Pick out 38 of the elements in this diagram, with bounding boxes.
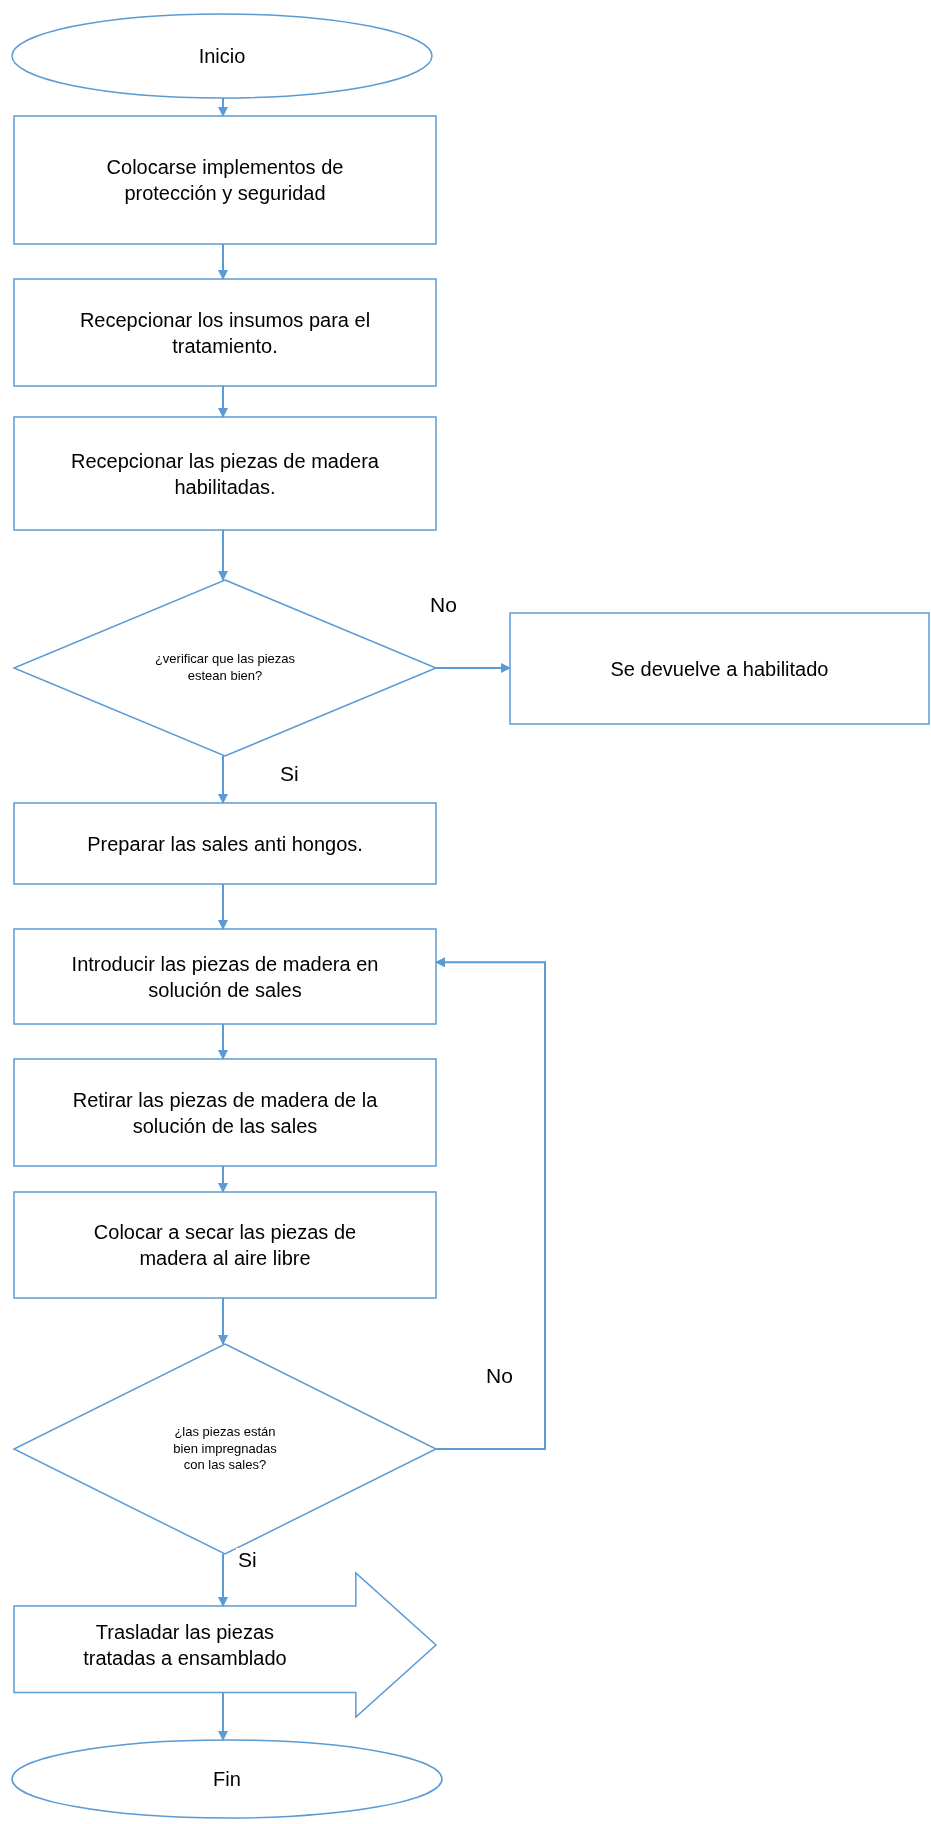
decision-diamond — [14, 1344, 436, 1554]
step-text: Recepcionar las piezas de madera habilitadas. — [70, 448, 380, 500]
flow-arrow — [218, 1553, 228, 1608]
terminator-ellipse — [12, 14, 432, 98]
process-box — [14, 803, 436, 884]
flow-arrow — [218, 1023, 228, 1060]
flow-arrow — [218, 755, 228, 804]
step-text: Fin — [213, 1767, 241, 1792]
step-text: Colocarse implementos de protección y seguridad — [105, 155, 345, 206]
flow-arrow — [218, 97, 228, 117]
step-text: Retirar las piezas de madera de la solución de las sales — [71, 1087, 379, 1139]
process-box — [14, 929, 436, 1024]
decision-question: ¿las piezas están bien impregnadas con las sales? — [172, 1423, 278, 1475]
step-text: Trasladar las piezas tratadas a ensamblado — [82, 1620, 288, 1671]
process-box — [14, 116, 436, 244]
step-text: Inicio — [198, 44, 246, 69]
process-box — [14, 1059, 436, 1166]
flow-arrow — [218, 1691, 228, 1741]
process-box — [14, 279, 436, 386]
flow-arrow — [435, 957, 546, 1450]
step-text: Recepcionar los insumos para el tratamiento. — [78, 307, 372, 359]
terminator-ellipse — [12, 1740, 442, 1818]
step-text: Colocar a secar las piezas de madera al aire libre — [92, 1220, 358, 1271]
flow-arrow — [218, 1165, 228, 1193]
flow-arrow — [435, 663, 511, 673]
flow-arrow — [218, 385, 228, 418]
arrow-shaped-box — [14, 1573, 436, 1717]
step-text: Introducir las piezas de madera en solución de sales — [70, 951, 380, 1003]
flow-arrow — [218, 243, 228, 280]
flow-arrow — [218, 529, 228, 581]
process-box — [14, 1192, 436, 1298]
process-box — [14, 417, 436, 530]
decision-question: ¿verificar que las piezas estean bien? — [153, 651, 297, 685]
flow-arrow — [218, 1297, 228, 1345]
flow-arrow — [218, 883, 228, 930]
process-box — [510, 613, 929, 724]
step-text: Preparar las sales anti hongos. — [87, 831, 363, 857]
step-text: Se devuelve a habilitado — [610, 656, 829, 682]
